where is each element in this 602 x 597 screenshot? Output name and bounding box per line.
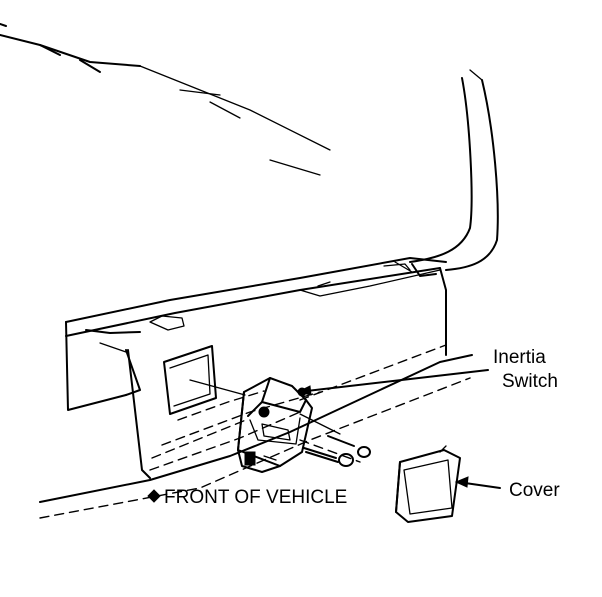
mounting-opening — [163, 345, 217, 415]
inertia-switch-leader — [296, 369, 489, 396]
vehicle-body-panel — [0, 23, 499, 519]
inertia-label-line2: Switch — [502, 371, 558, 392]
cover-leader — [454, 476, 501, 489]
mounting-bolts — [299, 413, 371, 467]
inertia-label-line1: Inertia — [493, 347, 546, 368]
front-of-vehicle-label: FRONT OF VEHICLE — [164, 487, 347, 508]
switch-cover — [395, 445, 461, 523]
cover-label: Cover — [509, 480, 560, 501]
alignment-guide-line — [189, 379, 246, 396]
front-direction-marker — [147, 489, 161, 503]
